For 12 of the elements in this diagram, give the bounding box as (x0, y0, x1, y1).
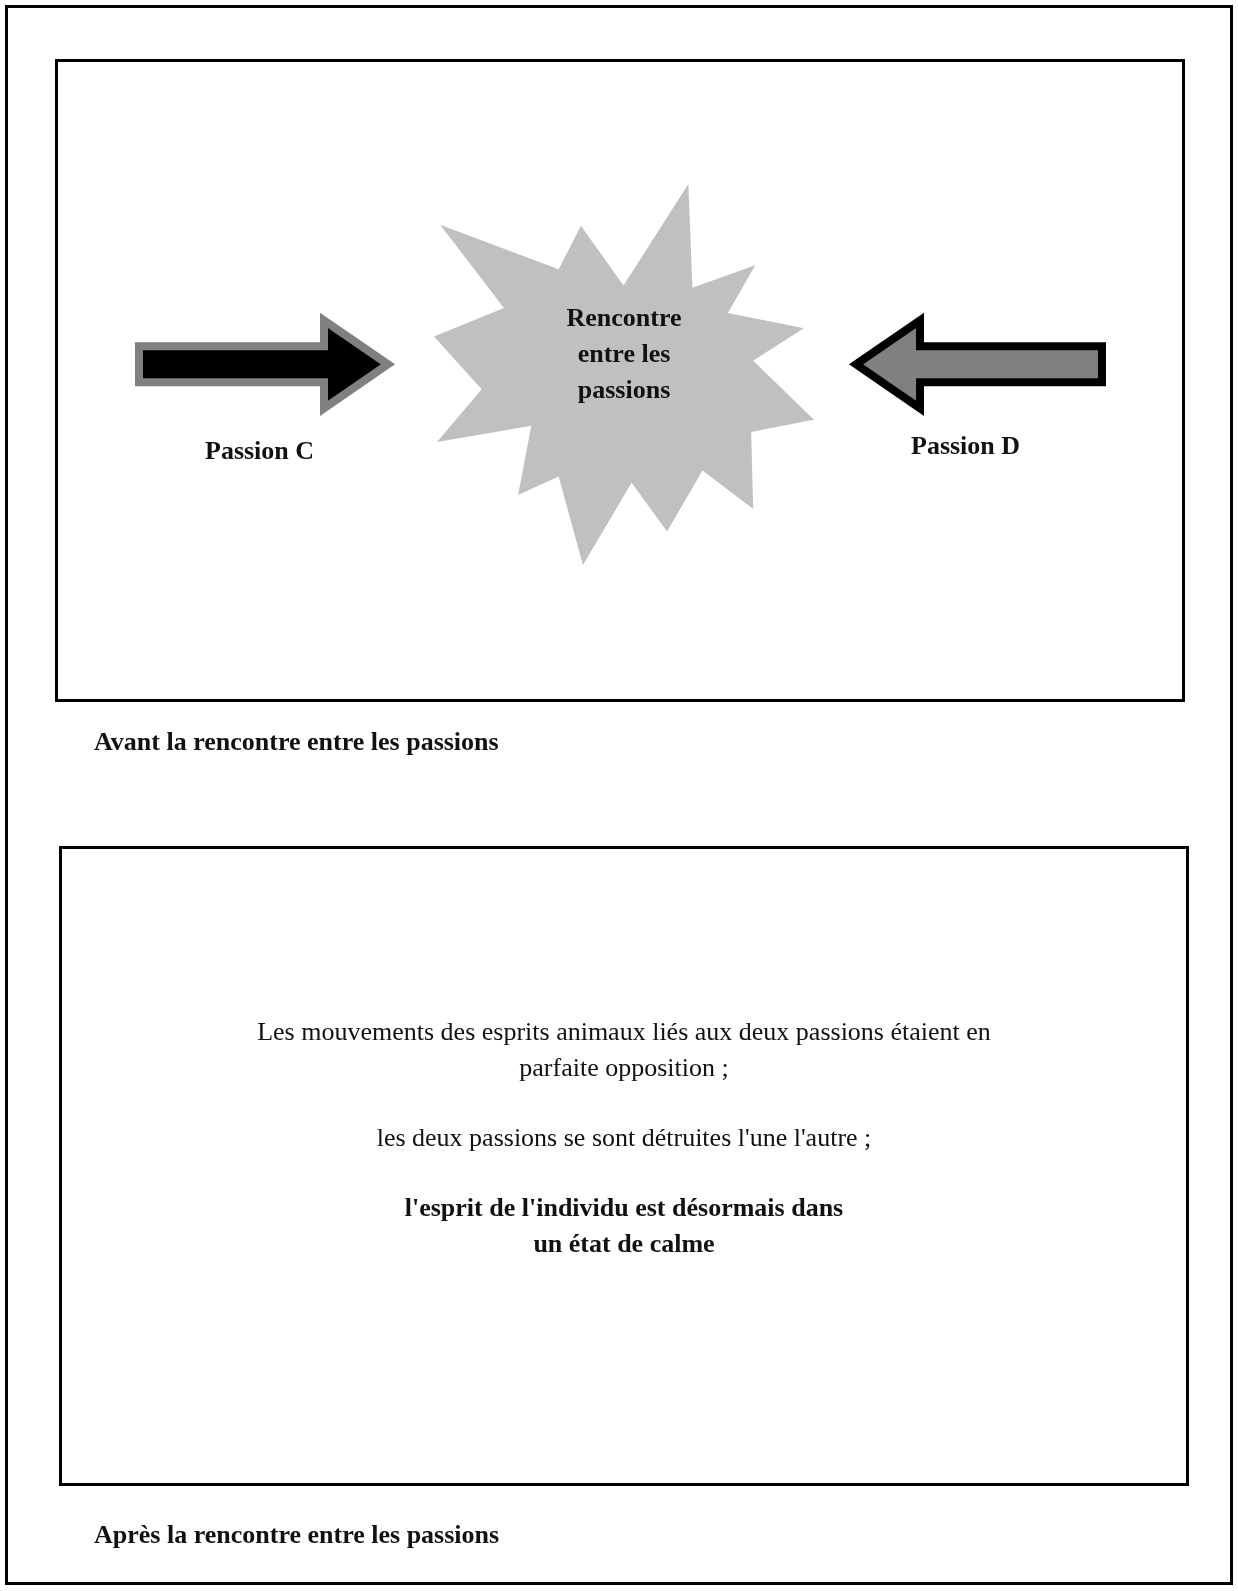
panel-caption: Avant la rencontre entre les passions (94, 727, 499, 757)
panel-box (55, 59, 1185, 702)
panel-box (59, 846, 1189, 1486)
explanation-text: les deux passions se sont détruites l'une l'autre ; (375, 1122, 873, 1154)
block-arrow (848, 312, 1106, 416)
panel-caption: Après la rencontre entre les passions (94, 1520, 500, 1550)
starburst-label: Rencontre entre les passions (565, 302, 683, 406)
edge-label: Passion D (911, 431, 1021, 461)
explanation-text: Les mouvements des esprits animaux liés aux deux passions étaient en parfaite opposition ; (256, 1016, 992, 1084)
conclusion-text: l'esprit de l'individu est désormais dans un état de calme (403, 1192, 845, 1260)
block-arrow (135, 312, 396, 416)
edge-label: Passion C (205, 436, 315, 466)
